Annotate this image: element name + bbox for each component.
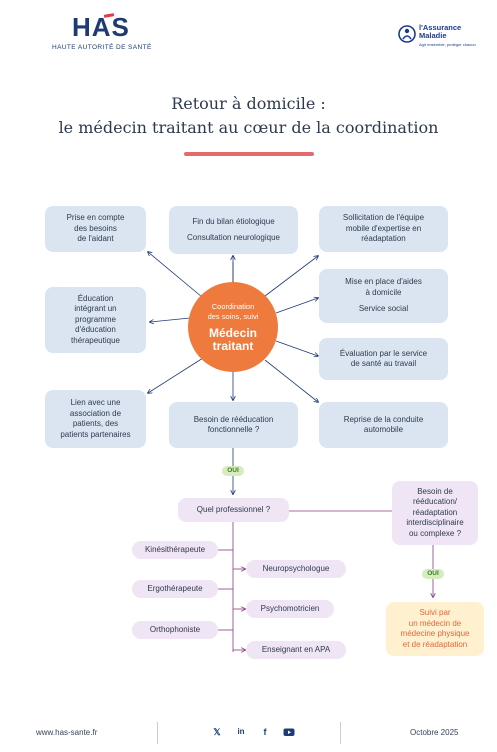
box-text: Évaluation par le service — [339, 348, 428, 358]
box-besoin-interdisciplinaire: Besoin de rééducation/ réadaptation inte… — [392, 481, 478, 545]
box-equipe-mobile: Sollicitation de l'équipe mobile d'exper… — [319, 206, 448, 252]
am-name-line: l'Assurance — [419, 23, 462, 32]
box-text: de l'aidant — [77, 234, 114, 244]
hub-title-line: Médecin — [208, 325, 257, 340]
box-text: Fin du bilan étiologique — [192, 216, 275, 226]
assurance-maladie-name: l'Assurance Maladie — [419, 24, 461, 40]
youtube-icon[interactable] — [283, 726, 295, 738]
box-text: Suivi par — [419, 608, 451, 617]
has-subtitle: HAUTE AUTORITÉ DE SANTÉ — [52, 44, 152, 51]
oui-badge: OUI — [422, 569, 444, 579]
oui-badge: OUI — [222, 466, 244, 476]
box-education-therapeutique: Éducation intégrant un programme d'éduca… — [45, 287, 146, 353]
footer-date: Octobre 2025 — [410, 728, 459, 737]
has-wordmark: HAS — [72, 12, 130, 42]
footer: www.has-sante.fr 𝕏 in f Octobre 2025 — [0, 722, 497, 744]
box-text: Service social — [358, 304, 409, 314]
box-text: Besoin de rééducation — [193, 414, 274, 424]
box-bilan-etiologique: Fin du bilan étiologique Consultation ne… — [169, 206, 298, 254]
professional-enseignant-apa: Enseignant en APA — [246, 641, 346, 659]
footer-website-link[interactable]: www.has-sante.fr — [36, 728, 98, 737]
box-text: d'éducation — [75, 325, 116, 335]
box-text: Prise en compte — [66, 213, 125, 223]
box-text: Lien avec une — [70, 398, 121, 407]
box-text: des besoins — [74, 223, 117, 233]
title-underline — [184, 152, 314, 156]
page-title: Retour à domicile : le médecin traitant … — [0, 92, 497, 140]
box-text: Consultation neurologique — [187, 233, 280, 242]
edge-center-association — [148, 357, 204, 393]
medecin-traitant-hub: Coordination des soins, suivi Médecin tr… — [188, 282, 278, 372]
title-line-2: le médecin traitant au cœur de la coordi… — [58, 118, 439, 137]
box-text: Besoin de — [417, 486, 453, 496]
box-text: réadaptation — [361, 234, 406, 244]
box-association-patients: Lien avec une association de patients, d… — [45, 390, 146, 448]
box-aides-domicile: Mise en place d'aides à domicile Service… — [319, 269, 448, 323]
box-sante-travail: Évaluation par le service de santé au tr… — [319, 338, 448, 380]
box-besoin-reeducation: Besoin de rééducation fonctionnelle ? — [169, 402, 298, 448]
box-besoins-aidant: Prise en compte des besoins de l'aidant — [45, 206, 146, 252]
box-text: fonctionnelle ? — [207, 425, 260, 434]
box-text: Quel professionnel ? — [196, 504, 271, 514]
box-text: intégrant un — [74, 304, 117, 314]
hub-subtitle-line: des soins, suivi — [207, 311, 259, 321]
assurance-maladie-tagline: Agir ensemble, protéger chacun — [419, 42, 476, 47]
box-conduite-automobile: Reprise de la conduite automobile — [319, 402, 448, 448]
am-name-line: Maladie — [419, 31, 447, 40]
edge-center-travail — [275, 340, 318, 356]
box-text: patients partenaires — [60, 429, 131, 439]
box-text: patients, des — [72, 419, 119, 428]
box-text: interdisciplinaire — [406, 518, 464, 528]
box-text: et de réadaptation — [402, 639, 468, 649]
professional-psychomotricien: Psychomotricien — [246, 600, 334, 618]
box-text: association de — [69, 408, 122, 418]
edge-center-education — [150, 317, 191, 322]
edge-center-aides — [275, 298, 318, 314]
x-icon[interactable]: 𝕏 — [213, 727, 221, 737]
hub-subtitle-line: Coordination — [211, 301, 255, 311]
box-text: à domicile — [365, 287, 402, 297]
edge-center-conduite — [264, 359, 318, 402]
box-text: rééducation/ — [412, 497, 458, 507]
box-text: ou complexe ? — [408, 528, 462, 538]
box-text: un médecin de — [408, 618, 462, 628]
box-text: mobile d'expertise en — [345, 223, 422, 233]
has-logo: HAS HAUTE AUTORITÉ DE SANTÉ — [52, 12, 172, 58]
box-text: réadaptation — [412, 507, 458, 517]
linkedin-icon[interactable]: in — [237, 727, 245, 736]
professional-kinesitherapeute: Kinésithérapeute — [132, 541, 218, 559]
box-text: Mise en place d'aides — [345, 277, 422, 287]
box-text: thérapeutique — [71, 335, 120, 345]
footer-divider — [340, 722, 341, 744]
edge-center-equipe — [264, 256, 318, 297]
box-quel-professionnel: Quel professionnel ? — [178, 498, 289, 522]
title-line-1: Retour à domicile : — [171, 94, 326, 113]
box-suivi-mpr: Suivi par un médecin de médecine physiqu… — [386, 602, 484, 656]
hub-title-line: traitant — [212, 338, 254, 353]
facebook-icon[interactable]: f — [263, 727, 267, 737]
assurance-maladie-logo: l'Assurance Maladie Agir ensemble, proté… — [398, 24, 488, 50]
footer-divider — [157, 722, 158, 744]
box-text: de santé au travail — [350, 359, 417, 368]
professional-neuropsychologue: Neuropsychologue — [246, 560, 346, 578]
assurance-maladie-emblem-icon — [398, 25, 416, 43]
box-text: médecine physique — [400, 629, 470, 638]
edge-center-aidant — [148, 252, 203, 298]
professional-ergotherapeute: Ergothérapeute — [132, 580, 218, 598]
box-text: Sollicitation de l'équipe — [342, 213, 425, 223]
box-text: automobile — [363, 425, 404, 434]
box-text: Éducation — [77, 293, 114, 303]
box-text: programme — [75, 314, 116, 324]
box-text: Reprise de la conduite — [343, 414, 424, 424]
professional-orthophoniste: Orthophoniste — [132, 621, 218, 639]
